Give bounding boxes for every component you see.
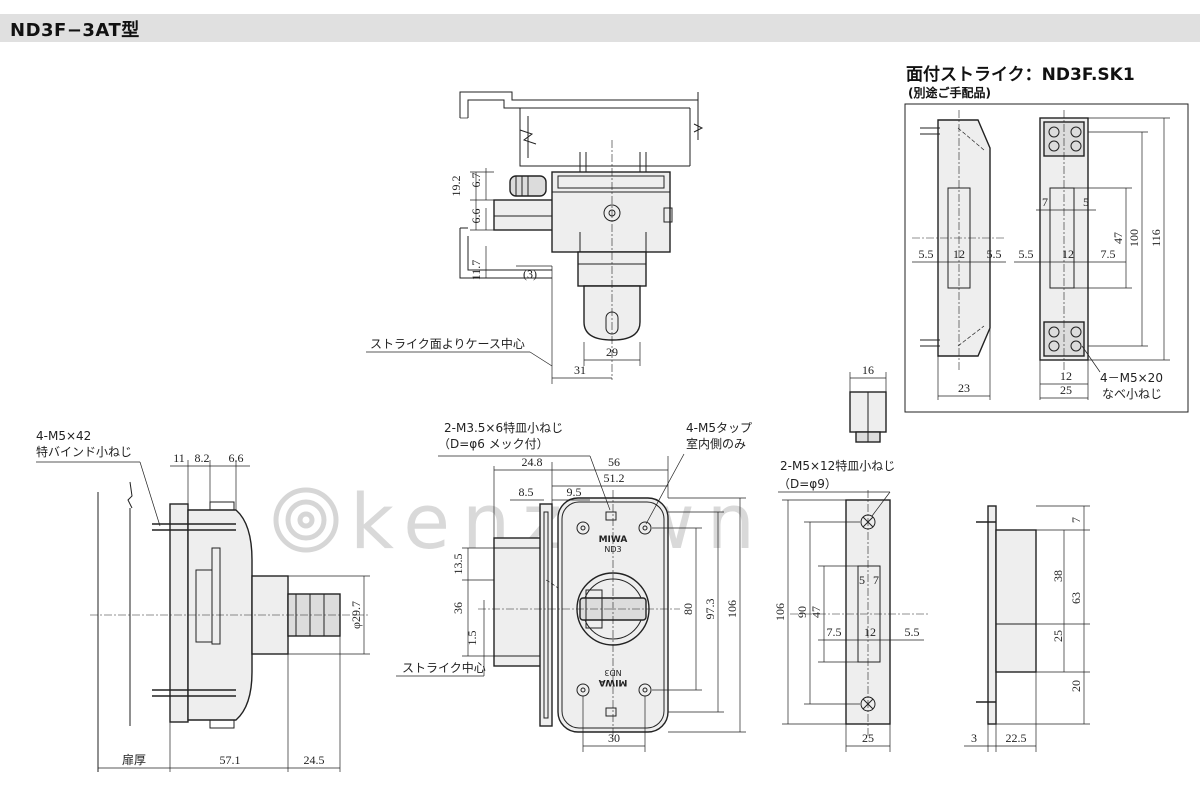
label-strike-face-case-center: ストライク面よりケース中心 — [370, 336, 525, 351]
dim-16: 16 — [862, 363, 874, 377]
dim-s-5-5a: 5.5 — [919, 247, 934, 261]
dim-80: 80 — [681, 603, 695, 615]
dim-11-7: 11.7 — [469, 260, 483, 281]
label-door-thickness: 扉厚 — [122, 753, 146, 767]
dim-s-100: 100 — [1127, 229, 1141, 247]
top-view: 19.2 6.7 6.6 11.7 (3) 29 31 ストライク面よりケース中… — [366, 91, 704, 384]
dim-56: 56 — [608, 455, 620, 469]
dim-1-5: 1.5 — [465, 631, 479, 646]
dim-s-116: 116 — [1149, 229, 1163, 247]
label-strike-center: ストライク中心 — [402, 660, 486, 675]
dim-106b: 106 — [773, 603, 787, 621]
dim-25: 25 — [862, 731, 874, 745]
dim-57-1: 57.1 — [220, 753, 241, 767]
label-strike-screw-2: なべ小ねじ — [1102, 387, 1162, 401]
dim-29: 29 — [606, 345, 618, 359]
dim-19-2: 19.2 — [449, 176, 463, 197]
dim-s-12c: 12 — [1060, 369, 1072, 383]
dim-12: 12 — [864, 625, 876, 639]
label-tap-2: 室内側のみ — [686, 436, 746, 451]
dim-s-25: 25 — [1060, 383, 1072, 397]
dim-7: 7 — [873, 573, 879, 587]
dim-7-5: 7.5 — [827, 625, 842, 639]
dim-97-3: 97.3 — [703, 599, 717, 620]
left-side-view: φ29.7 扉厚 57.1 24.5 11 8.2 6.6 4-M5×42 特バ… — [36, 429, 370, 772]
dim-8-2: 8.2 — [195, 451, 210, 465]
page-title: ND3F−3AT型 — [10, 20, 140, 41]
dim-38: 38 — [1051, 570, 1065, 582]
label-screw-left-1: 4-M5×42 — [36, 429, 91, 443]
front-view: MIWA ND3 ND3 MIWA 24.8 56 51.2 8.5 9.5 1… — [396, 420, 752, 752]
label-strike-screw-1: 4－M5×20 — [1100, 371, 1163, 385]
dim-phi29-7: φ29.7 — [349, 601, 363, 629]
label-tap-1: 4-M5タップ — [686, 421, 752, 435]
dim-20: 20 — [1069, 680, 1083, 692]
dim-5-5: 5.5 — [905, 625, 920, 639]
title-bar: ND3F−3AT型 — [0, 14, 1200, 42]
dim-24-5: 24.5 — [304, 753, 325, 767]
dim-30: 30 — [608, 731, 620, 745]
dim-47: 47 — [809, 606, 823, 618]
strike-note: (別途ご手配品) — [908, 86, 991, 100]
dim-106: 106 — [725, 600, 739, 618]
label-screw-left-2: 特バインド小ねじ — [36, 444, 132, 459]
label-front-screw-2: （D=φ6 メック付） — [438, 437, 549, 451]
plate-view: 16 106 90 47 5 7 7.5 12 5.5 25 2-M5 — [773, 363, 930, 752]
dim-s-5: 5 — [1083, 195, 1089, 209]
dim-25b: 25 — [1051, 630, 1065, 642]
label-plate-screw-2: （D=φ9） — [778, 477, 837, 491]
dim-s-12a: 12 — [953, 247, 965, 261]
label-front-screw-1: 2-M3.5×6特皿小ねじ — [444, 420, 563, 435]
strike-detail: 23 5.5 12 5.5 5.5 12 7.5 7 5 47 100 116 — [904, 103, 1189, 413]
dim-22-5: 22.5 — [1006, 731, 1027, 745]
strike-title: 面付ストライク：ND3F.SK1 — [906, 65, 1135, 85]
dim-31: 31 — [574, 363, 586, 377]
dim-11: 11 — [173, 451, 185, 465]
dim-6-6: 6.6 — [469, 209, 483, 224]
dim-6-7: 6.7 — [469, 173, 483, 188]
dim-3-paren: (3) — [523, 267, 537, 281]
dim-s-23: 23 — [958, 381, 970, 395]
dim-6-6b: 6.6 — [229, 451, 244, 465]
dim-63: 63 — [1069, 592, 1083, 604]
dim-13-5: 13.5 — [451, 554, 465, 575]
dim-90: 90 — [795, 606, 809, 618]
dim-8-5: 8.5 — [519, 485, 534, 499]
dim-5: 5 — [859, 573, 865, 587]
dim-24-8: 24.8 — [522, 455, 543, 469]
dim-36: 36 — [451, 602, 465, 614]
dim-9-5: 9.5 — [567, 485, 582, 499]
dim-s-12b: 12 — [1062, 247, 1074, 261]
dim-s-47: 47 — [1111, 232, 1125, 244]
dim-s-5-5b: 5.5 — [987, 247, 1002, 261]
dim-3: 3 — [971, 731, 977, 745]
dim-7b: 7 — [1069, 517, 1083, 523]
dim-s-5-5c: 5.5 — [1019, 247, 1034, 261]
right-side-view: 7 38 63 25 20 3 22.5 — [964, 505, 1090, 752]
dim-s-7: 7 — [1042, 195, 1048, 209]
dim-s-7-5: 7.5 — [1101, 247, 1116, 261]
label-plate-screw-1: 2-M5×12特皿小ねじ — [780, 458, 895, 473]
dim-51-2: 51.2 — [604, 471, 625, 485]
